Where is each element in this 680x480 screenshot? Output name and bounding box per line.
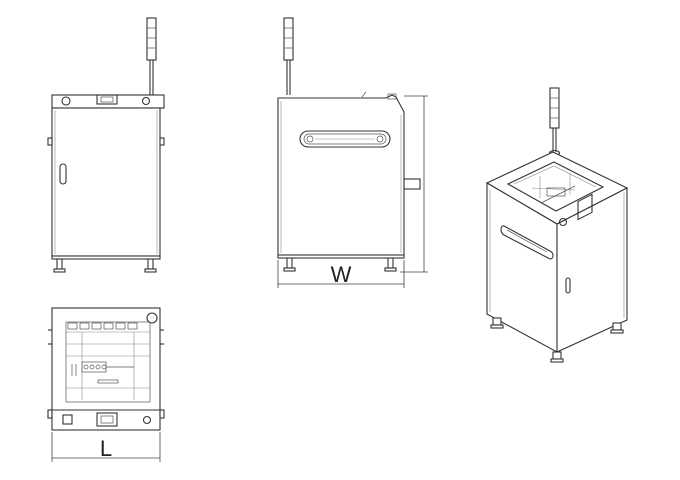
length-dimension (51, 432, 161, 462)
front-emergency-stop (61, 96, 71, 106)
side-connector (403, 178, 421, 190)
iso-top-opening (506, 161, 605, 212)
width-label: W (331, 262, 352, 287)
top-switch (142, 415, 152, 425)
width-dimension (277, 260, 405, 288)
side-cabinet-body (277, 94, 405, 256)
iso-switch (558, 217, 568, 227)
top-view: L (47, 307, 165, 462)
front-switch (141, 96, 151, 106)
front-door-handle (59, 163, 67, 185)
side-conveyor-slot (299, 130, 391, 148)
front-view (47, 17, 165, 273)
front-foot-right (147, 258, 154, 270)
top-emergency-stop (62, 414, 73, 425)
top-control-panel (96, 412, 118, 427)
top-inner-opening (65, 321, 151, 403)
front-signal-tower (146, 17, 157, 95)
side-signal-tower (283, 17, 294, 95)
front-handle (96, 94, 118, 105)
top-signal-tower-base (146, 312, 158, 324)
iso-touch-panel (577, 193, 593, 221)
iso-conveyor-slot (500, 225, 554, 260)
side-view: W (277, 17, 428, 288)
iso-right-face (556, 187, 628, 353)
iso-door-handle (565, 277, 571, 294)
top-mechanism (71, 361, 134, 384)
iso-signal-tower (548, 87, 561, 157)
front-foot-left (56, 258, 63, 270)
front-cabinet-body (51, 107, 161, 257)
height-dimension (400, 95, 428, 273)
length-label: L (100, 436, 112, 461)
isometric-view (485, 87, 629, 363)
